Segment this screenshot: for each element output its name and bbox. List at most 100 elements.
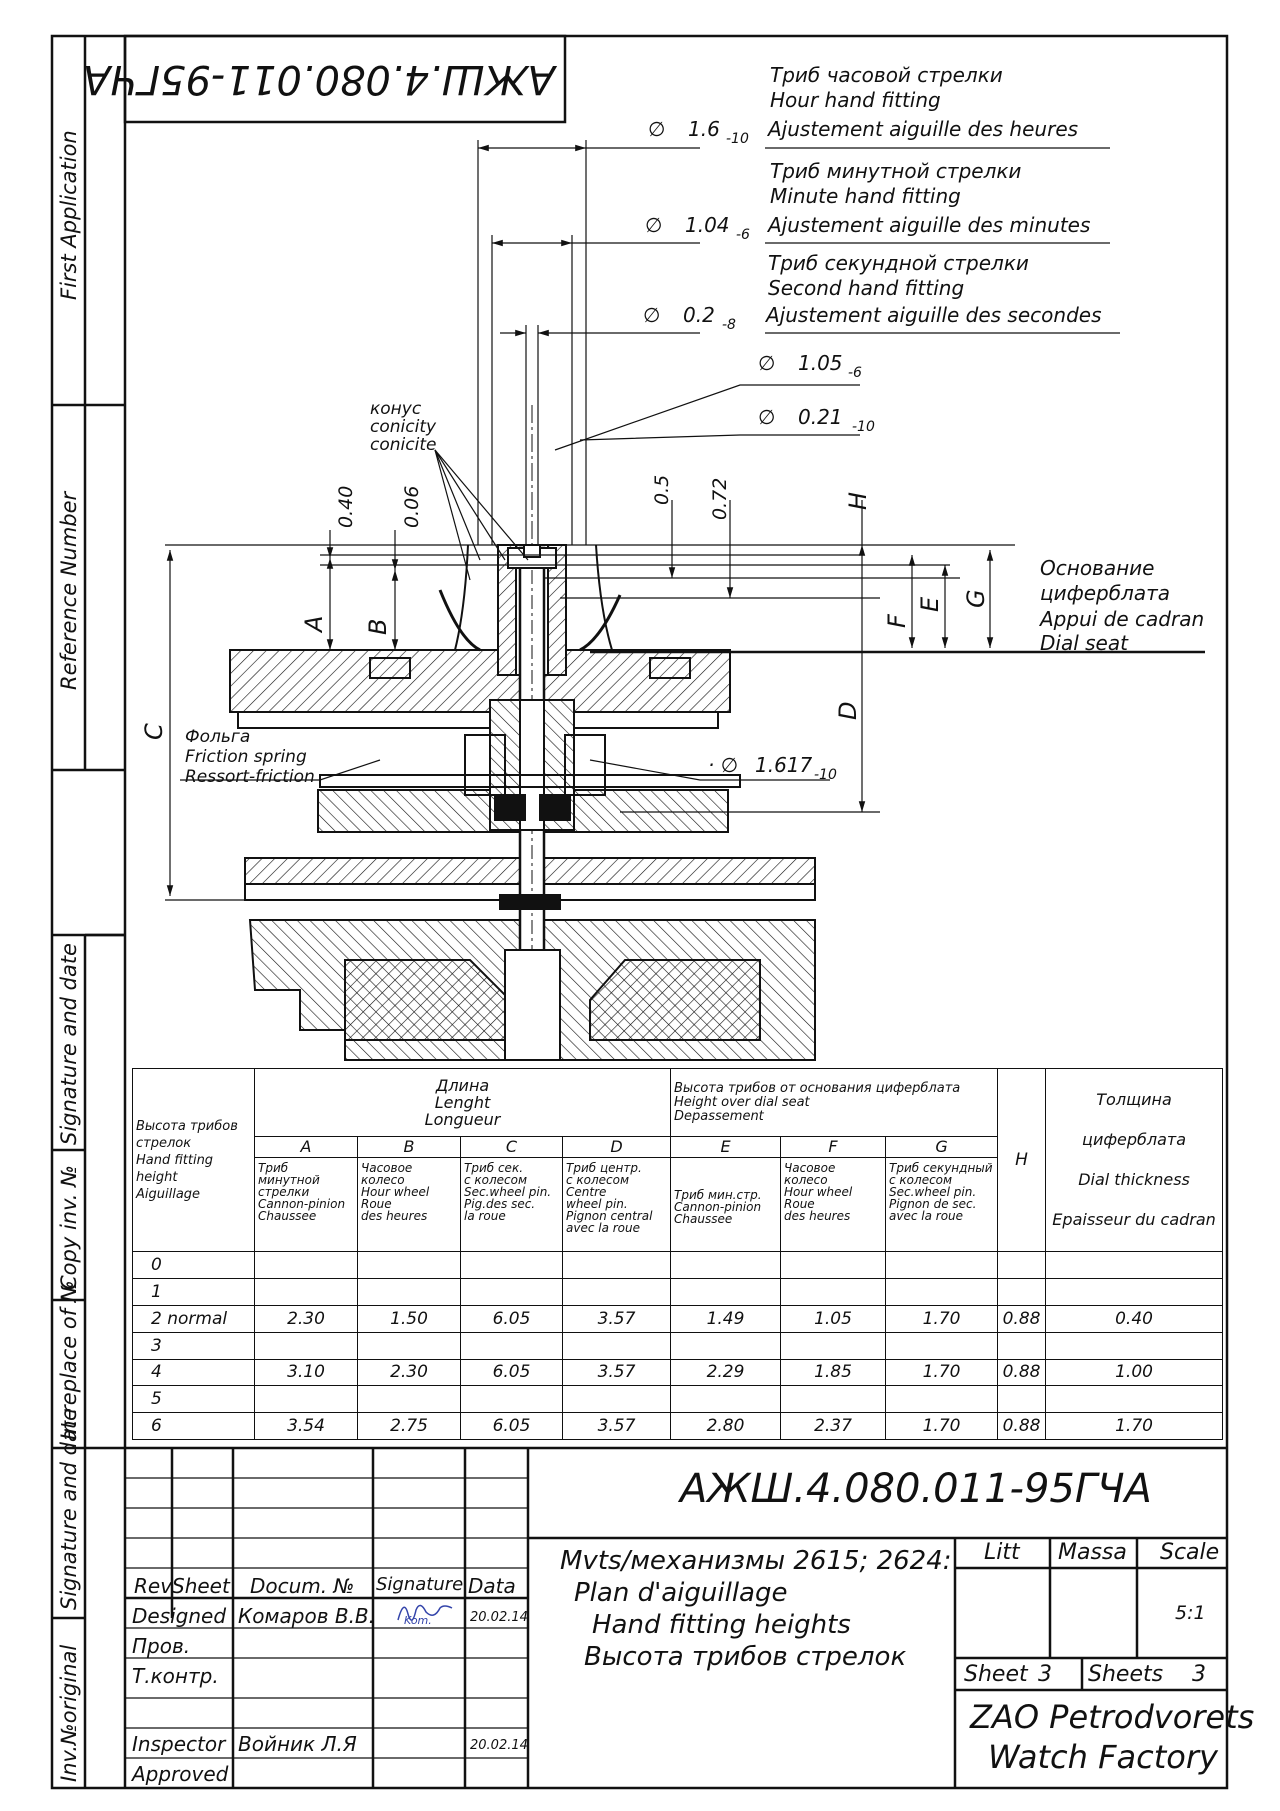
col-desc-line: des heures (784, 1208, 851, 1223)
col-desc-line: Триб сек. (464, 1160, 524, 1175)
cell-value (460, 1385, 563, 1414)
col-desc-line: с колесом (889, 1172, 953, 1187)
side-in-replace: In replace of № (57, 1280, 81, 1440)
cell-value: 3.10 (254, 1358, 358, 1387)
title-line-3: Hand fitting heights (592, 1610, 851, 1640)
cell-value (357, 1385, 461, 1414)
col-letter-A: A (254, 1136, 358, 1158)
row-label: 4 (132, 1358, 255, 1387)
cell-value: 3.54 (254, 1412, 358, 1440)
cell-value: 6.05 (460, 1412, 563, 1440)
cell-value: 1.85 (780, 1358, 887, 1387)
hour-fr: Ajustement aiguille des heures (766, 117, 1078, 141)
col-desc-line: Hour wheel (784, 1184, 853, 1199)
sheets-number: 3 (1192, 1662, 1206, 1687)
spring-en: Friction spring (185, 747, 307, 767)
col-desc-line: колесо (361, 1172, 405, 1187)
cell-value (357, 1251, 461, 1280)
cone-fr: conicite (370, 435, 436, 455)
height-over-en: Height over dial seat (674, 1094, 810, 1110)
length-fr: Longueur (424, 1110, 501, 1129)
minute-en: Minute hand fitting (770, 184, 961, 208)
title-line-2: Plan d'aiguillage (574, 1578, 788, 1608)
rowhead-4: Aiguillage (136, 1186, 201, 1202)
dim-05: 0.5 (651, 475, 673, 505)
cell-value (670, 1331, 782, 1360)
cell-value: 3.57 (561, 1358, 672, 1387)
col-desc-line: Pig.des sec. (464, 1196, 536, 1211)
dim-006: 0.06 (401, 486, 423, 528)
col-desc-line: Chaussee (258, 1208, 317, 1223)
title-block-frame (125, 1446, 1227, 1788)
sheets-label: Sheets (1088, 1662, 1164, 1687)
col-desc-line: Cannon-pinion (674, 1199, 762, 1214)
row-label: 2 normal (132, 1305, 255, 1333)
col-desc-line: Sec.wheel pin. (464, 1184, 552, 1199)
letter-F: F (883, 613, 911, 628)
signature-label: Signature (376, 1574, 464, 1595)
side-signature-date: Signature and date (57, 943, 81, 1145)
second-fr: Ajustement aiguille des secondes (764, 303, 1102, 327)
company-line-2: Watch Factory (988, 1738, 1218, 1776)
dial-thickness-en: Dial thickness (1078, 1170, 1190, 1190)
cell-value (1045, 1251, 1224, 1280)
table-row: 1 (132, 1278, 1224, 1306)
side-labels: First Application Reference Number Signa… (57, 130, 81, 1782)
col-desc-line: des heures (361, 1208, 428, 1223)
mechanism-section (229, 544, 816, 1061)
title-code: АЖШ.4.080.011-95ГЧА (680, 1466, 1152, 1512)
signature-text: Kom. (404, 1614, 432, 1627)
col-letter-F: F (780, 1136, 887, 1158)
col-letter-C: C (460, 1136, 563, 1158)
side-inv-original: Inv.№original (57, 1645, 81, 1782)
letter-G: G (962, 589, 990, 608)
cell-value (1045, 1331, 1224, 1360)
cell-value (254, 1385, 358, 1414)
cell-value (670, 1385, 782, 1414)
cell-value: 2.29 (670, 1358, 782, 1387)
col-desc-line: Chaussee (674, 1211, 733, 1226)
d105-tol: -6 (848, 365, 862, 381)
designed-label: Designed (132, 1604, 227, 1628)
tkontr-label: Т.контр. (132, 1664, 219, 1688)
inspector-label: Inspector (132, 1732, 226, 1756)
cell-value: 2.80 (670, 1412, 782, 1440)
d1617-symbol: · ∅ (708, 753, 738, 777)
inspector-name: Войник Л.Я (238, 1732, 357, 1756)
dial-thickness-header: Толщина циферблата Dial thickness Epaiss… (1045, 1067, 1224, 1253)
second-tol: -8 (722, 317, 736, 333)
col-desc-line: с колесом (464, 1172, 528, 1187)
table-row: 0 (132, 1251, 1224, 1280)
length-ru: Длина (435, 1076, 490, 1095)
minute-fr: Ajustement aiguille des minutes (766, 213, 1090, 237)
dial-ru-1: Основание (1040, 556, 1154, 580)
cell-value: 1.70 (885, 1412, 999, 1440)
d021-dia: 0.21 (798, 405, 843, 429)
cell-value (357, 1331, 461, 1360)
height-over-fr: Depassement (674, 1108, 764, 1124)
col-desc-line: Триб центр. (566, 1160, 642, 1175)
cell-value: 0.88 (997, 1305, 1047, 1333)
cell-value: 3.57 (561, 1305, 672, 1333)
letter-C: C (140, 723, 168, 740)
cell-value (885, 1251, 999, 1280)
cell-value (997, 1278, 1047, 1306)
col-letter-B: B (357, 1136, 461, 1158)
second-ru: Триб секундной стрелки (768, 251, 1029, 275)
cell-value (460, 1331, 563, 1360)
sheet-number: 3 (1038, 1662, 1052, 1687)
sheet-col-label: Sheet (172, 1574, 230, 1598)
cell-value: 1.49 (670, 1305, 782, 1333)
litt-label: Litt (984, 1540, 1020, 1565)
dial-thickness-ru: Толщина циферблата (1082, 1090, 1187, 1150)
designed-date: 20.02.14 (470, 1610, 528, 1625)
cell-value (561, 1331, 672, 1360)
minute-ru: Триб минутной стрелки (770, 159, 1021, 183)
minute-dia: 1.04 (685, 213, 730, 237)
col-desc-line: с колесом (566, 1172, 630, 1187)
